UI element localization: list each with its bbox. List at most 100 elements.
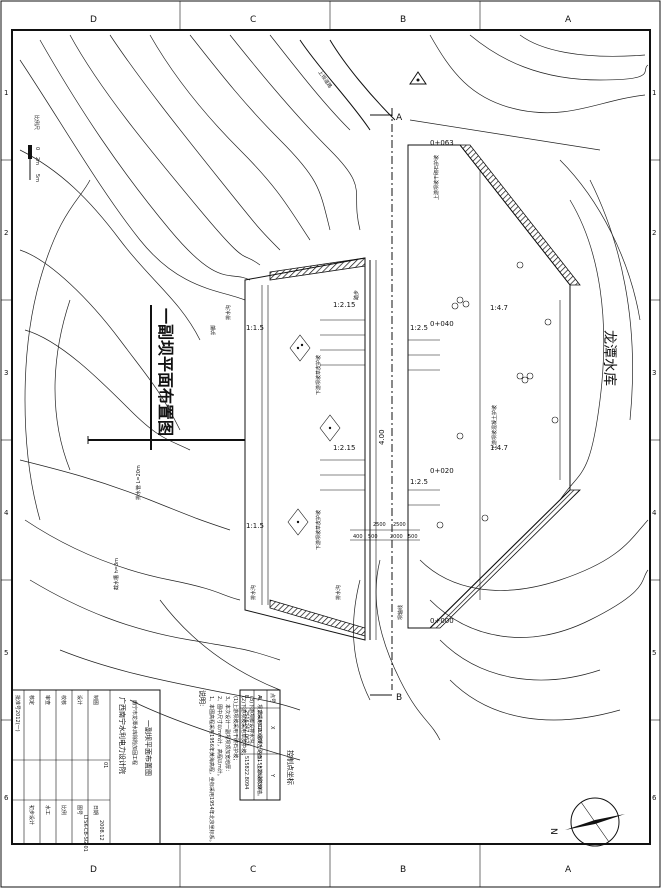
dim-5: 2000 (390, 534, 403, 540)
slope-up-1: 1:4.7 (490, 304, 508, 312)
tb-role-4: 设计 (76, 695, 83, 705)
drawing-title: 一副坝平面布置图 (156, 308, 175, 436)
bottom-border-grid: D C B A (90, 844, 572, 887)
slope-up-2: 1:4.7 (490, 444, 508, 452)
note-7: 4、坝顶采用C20混凝土路面，上游设防浪墙。 (256, 696, 263, 799)
tb-stage: 初步设计 (28, 805, 35, 825)
border-num-r4: 4 (652, 509, 657, 517)
station-0000: 0+000 (430, 617, 454, 625)
dim-6: 500 (408, 534, 418, 540)
reservoir-label: 龙潭水库 (601, 330, 618, 386)
tb-project: 南宁市龙潭水库除险加固工程 (131, 700, 138, 765)
tb-drawing-name: 一副坝平面布置图 (144, 720, 153, 776)
terrain-contours (19, 34, 649, 761)
downstream-protect-label-1: 下游坝坡草皮护坡 (315, 355, 322, 395)
station-0063: 0+063 (430, 139, 454, 147)
axis-label: 坝轴线 (397, 605, 404, 620)
scale-label: 比例尺 (33, 115, 40, 130)
dam-crest: 4.00 坝轴线 (369, 145, 409, 640)
upstream-protect-label: 上游坝坡干砌石护坡 (433, 155, 440, 200)
downstream-protect-label-2: 下游坝坡草皮护坡 (315, 510, 322, 550)
tb-drawing-no: LTSK-CB-SG-01 (82, 815, 88, 852)
grass-symbols (287, 334, 341, 536)
dim-4: 500 (368, 534, 378, 540)
note-4: (1)上游坝坡采用干砌石护坡； (232, 696, 239, 763)
inner-frame (11, 29, 651, 845)
crest-width: 4.00 (378, 429, 386, 445)
upstream-slope: 0+063 0+040 0+020 0+000 1:4.7 1:4.7 1:2.… (407, 139, 581, 629)
station-0040: 0+040 (430, 320, 454, 328)
scale-tick-2: 2m (34, 157, 40, 165)
title-block: 批准号2012(一) 核定 审查 校核 设计 制图 初步设计 水工 比例 图号 … (11, 689, 161, 852)
border-letter-d-bottom: D (90, 865, 97, 875)
section-line-ab: A B (370, 108, 403, 703)
slope-down-1: 1:2.15 (333, 301, 355, 309)
dim-2: 2500 (393, 522, 406, 528)
station-0020: 0+020 (430, 467, 454, 475)
tb-role-3: 校核 (60, 695, 67, 705)
pipe-label: 排水管 L=20m (135, 465, 142, 500)
note-3: 3、本次设计一副坝坝顶加宽培厚： (224, 696, 231, 774)
border-num-r5: 5 (652, 649, 656, 657)
tb-role-5: 制图 (92, 695, 99, 705)
tb-sheet: 01 (102, 762, 108, 768)
section-marker-b: B (396, 693, 402, 703)
border-num-2: 2 (4, 229, 8, 237)
tb-scale-label: 比例 (60, 805, 67, 815)
tb-approved: 批准号2012(一) (14, 695, 21, 732)
access-road: 上坝道路 (299, 39, 396, 131)
border-letter-c: C (250, 15, 256, 25)
drain-label-1: 排水沟 (225, 305, 232, 320)
drain-label-3: 排水沟 (335, 585, 342, 600)
right-border-grid: 1 2 3 4 5 6 (650, 89, 660, 802)
tree-symbols (436, 261, 559, 529)
note-1: 1、本图高程采用1956年黄海高程，坐标采用1954年北京坐标系。 (208, 696, 215, 845)
left-border-grid: 1 2 3 4 5 6 (1, 89, 12, 802)
coord-b-point: B (243, 695, 249, 699)
tb-role-1: 核定 (28, 695, 35, 705)
protect-strip-label: 护脚 (210, 325, 217, 335)
border-num-4: 4 (4, 509, 9, 517)
slope-left-1: 1:1.5 (246, 324, 264, 332)
downstream-slope: 1:2.15 1:2.15 1:1.5 1:1.5 下游坝坡草皮护坡 下游坝坡草… (225, 257, 440, 641)
border-letter-a: A (565, 15, 572, 25)
tb-drawing-no-label: 图号 (76, 805, 82, 815)
coord-a-x: 2516301.0877 (256, 710, 262, 747)
border-num-r1: 1 (652, 89, 656, 97)
crest-dimensions: 2500 2500 400 500 2000 500 (350, 522, 420, 541)
tb-specialty: 水工 (44, 805, 51, 815)
coord-a-point: A (256, 695, 262, 699)
note-2: 2、图中尺寸以mm计，高程以m计。 (216, 696, 223, 779)
scale-tick-0: 0 (34, 147, 40, 150)
coord-a-y: 515823.8039 (256, 756, 262, 789)
svg-text:N: N (548, 828, 558, 835)
border-letter-a-bottom: A (565, 865, 572, 875)
dim-1: 2500 (373, 522, 386, 528)
note-5: (2)下游坝坡采用草皮护坡； (240, 696, 247, 758)
border-num-3: 3 (4, 369, 8, 377)
culvert-label: 截水槽 h=3m (113, 558, 120, 590)
slope-left-2: 1:1.5 (246, 522, 264, 530)
face-lines (320, 319, 440, 506)
tb-date-label: 日期 (92, 805, 98, 815)
step-label: 踏步 (353, 290, 360, 300)
scale-bar: 比例尺 0 2m 5m (28, 115, 40, 182)
border-letter-b-bottom: B (400, 865, 406, 875)
tb-institute: 广西南宁水利电力设计院 (118, 697, 127, 774)
border-num-r6: 6 (652, 794, 657, 802)
border-letter-b: B (400, 15, 406, 25)
drain-pipe: 排水管 L=20m 截水槽 h=3m 护脚 (87, 325, 245, 590)
slope-down-4: 1:2.5 (410, 478, 428, 486)
coord-h-x: X (269, 726, 275, 730)
tb-date: 2008.12 (98, 820, 104, 841)
dim-3: 400 (353, 534, 363, 540)
coord-h-y: Y (269, 773, 275, 778)
note-6: (3)下游坝脚设排水沟。 (248, 696, 255, 748)
benchmark-symbol (409, 71, 427, 85)
notes-heading: 说明: (198, 690, 207, 706)
section-marker-a: A (396, 113, 403, 123)
slope-down-3: 1:2.5 (410, 324, 428, 332)
north-arrow-icon: N (548, 797, 625, 847)
